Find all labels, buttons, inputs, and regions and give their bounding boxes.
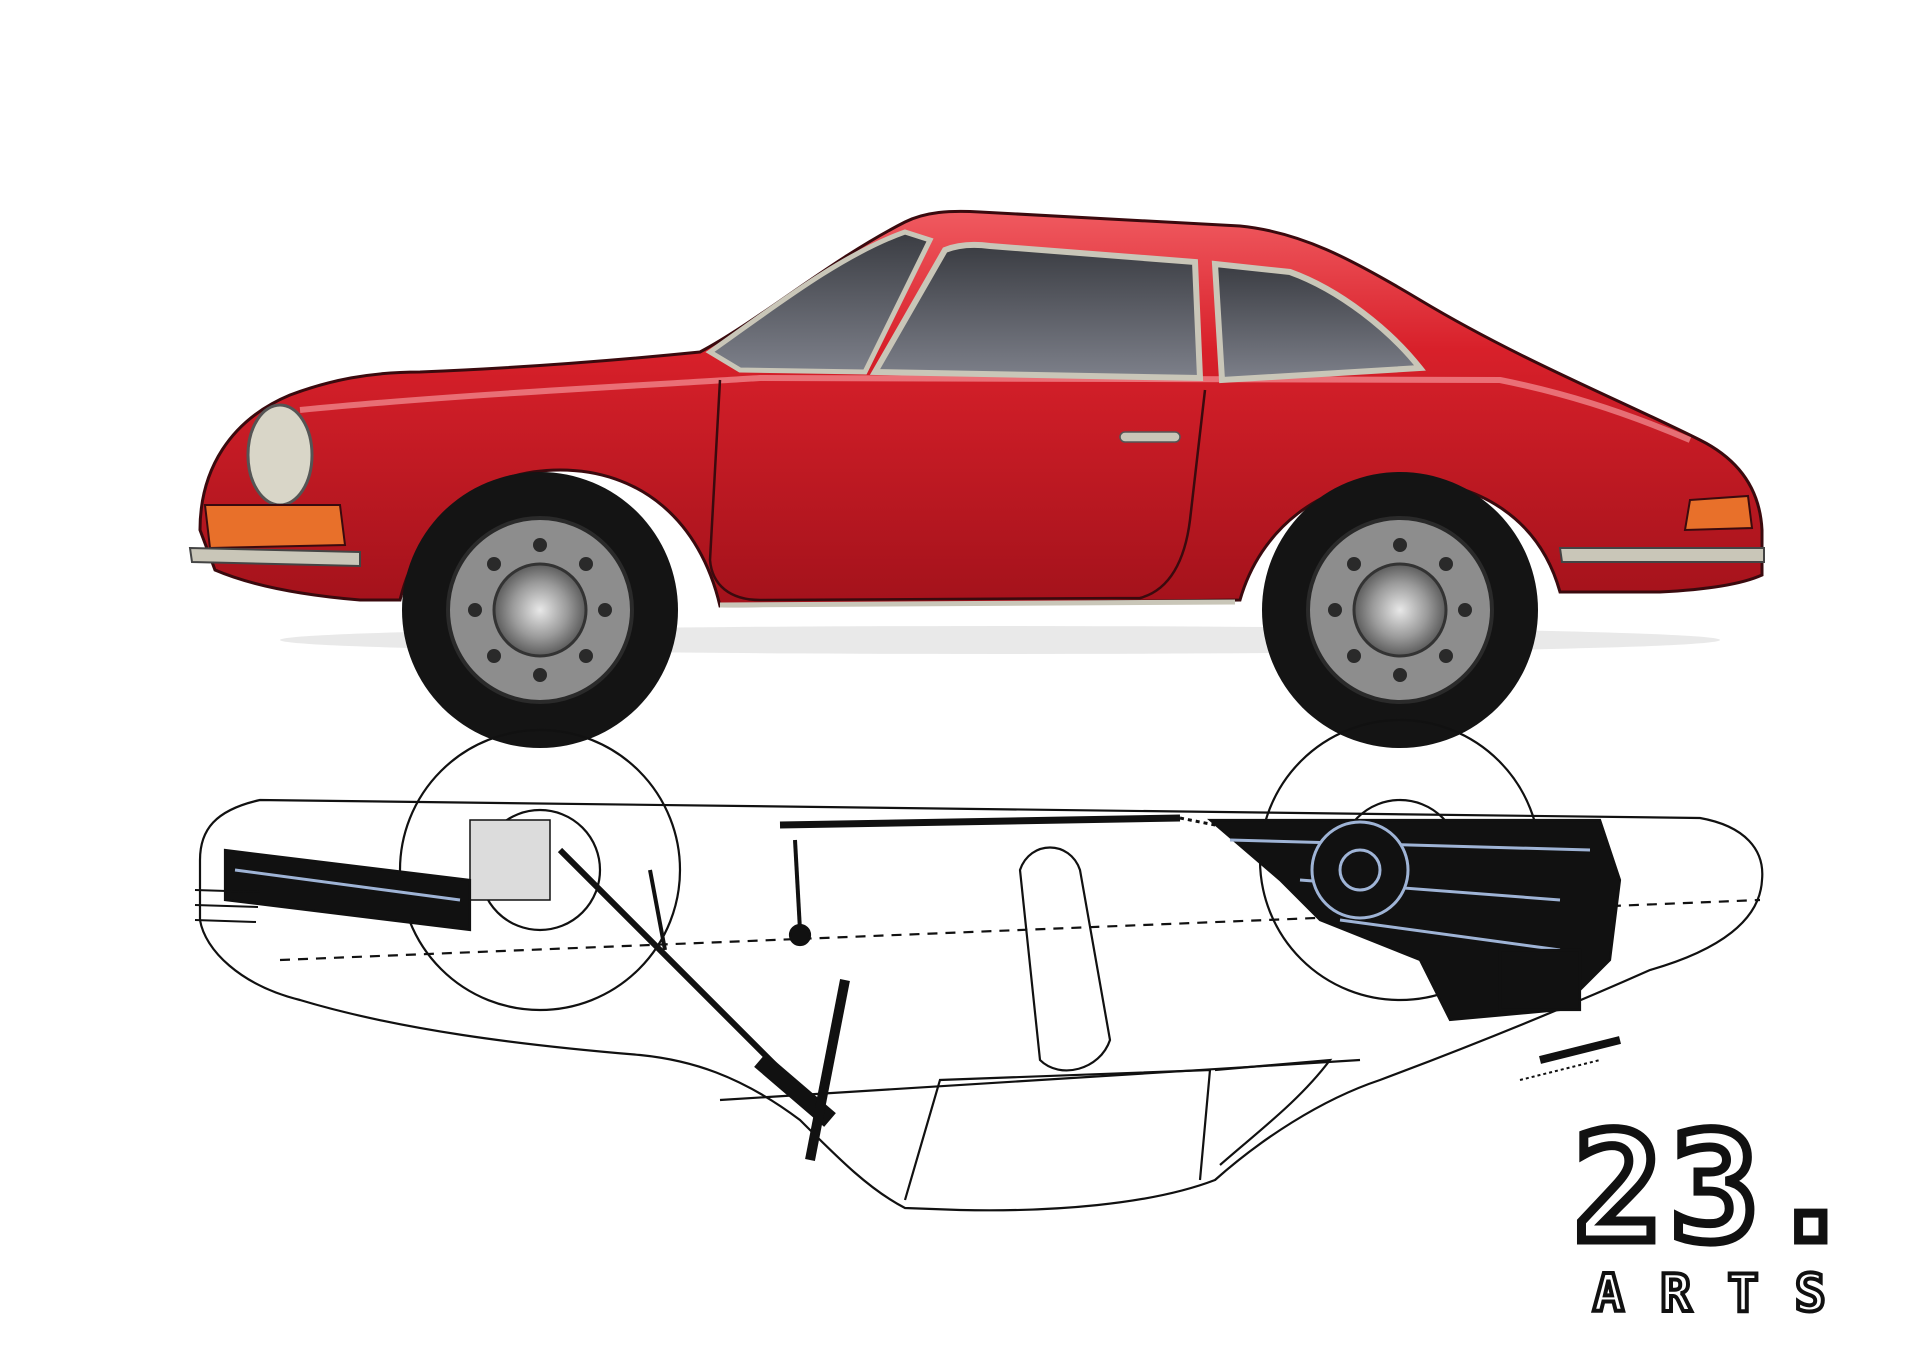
body-highlight xyxy=(299,374,1692,443)
steering-wheel xyxy=(805,979,850,1161)
xray-cutaway-illustration xyxy=(194,718,1764,1212)
cutaway-seat xyxy=(1018,846,1112,1072)
car-body xyxy=(198,209,1764,608)
rear-quarter-window xyxy=(1211,260,1426,384)
rear-light xyxy=(1683,494,1754,532)
red-coupe-illustration xyxy=(188,209,1765,748)
cutaway-fuel-tank xyxy=(469,819,551,901)
rear-bumper xyxy=(1558,547,1765,563)
front-indicator xyxy=(203,504,347,550)
door-window xyxy=(869,241,1204,382)
sill-trim xyxy=(719,599,1236,608)
steering-column xyxy=(557,847,803,1093)
logo-number: 23. xyxy=(1569,1102,1862,1276)
cutaway-body-outline xyxy=(198,798,1764,1212)
windshield xyxy=(705,229,934,375)
logo-word: ARTS xyxy=(1591,1264,1862,1324)
cutaway-front-wheel xyxy=(398,728,682,1012)
brand-logo: 23. ARTS xyxy=(1482,1102,1862,1325)
front-wheel xyxy=(402,472,678,748)
front-bumper xyxy=(188,546,361,568)
front-torsion-assembly xyxy=(223,848,472,932)
door-handle xyxy=(1119,431,1181,443)
door-outline xyxy=(708,379,1207,602)
rear-wheel xyxy=(1262,472,1538,748)
headlight xyxy=(246,403,314,507)
